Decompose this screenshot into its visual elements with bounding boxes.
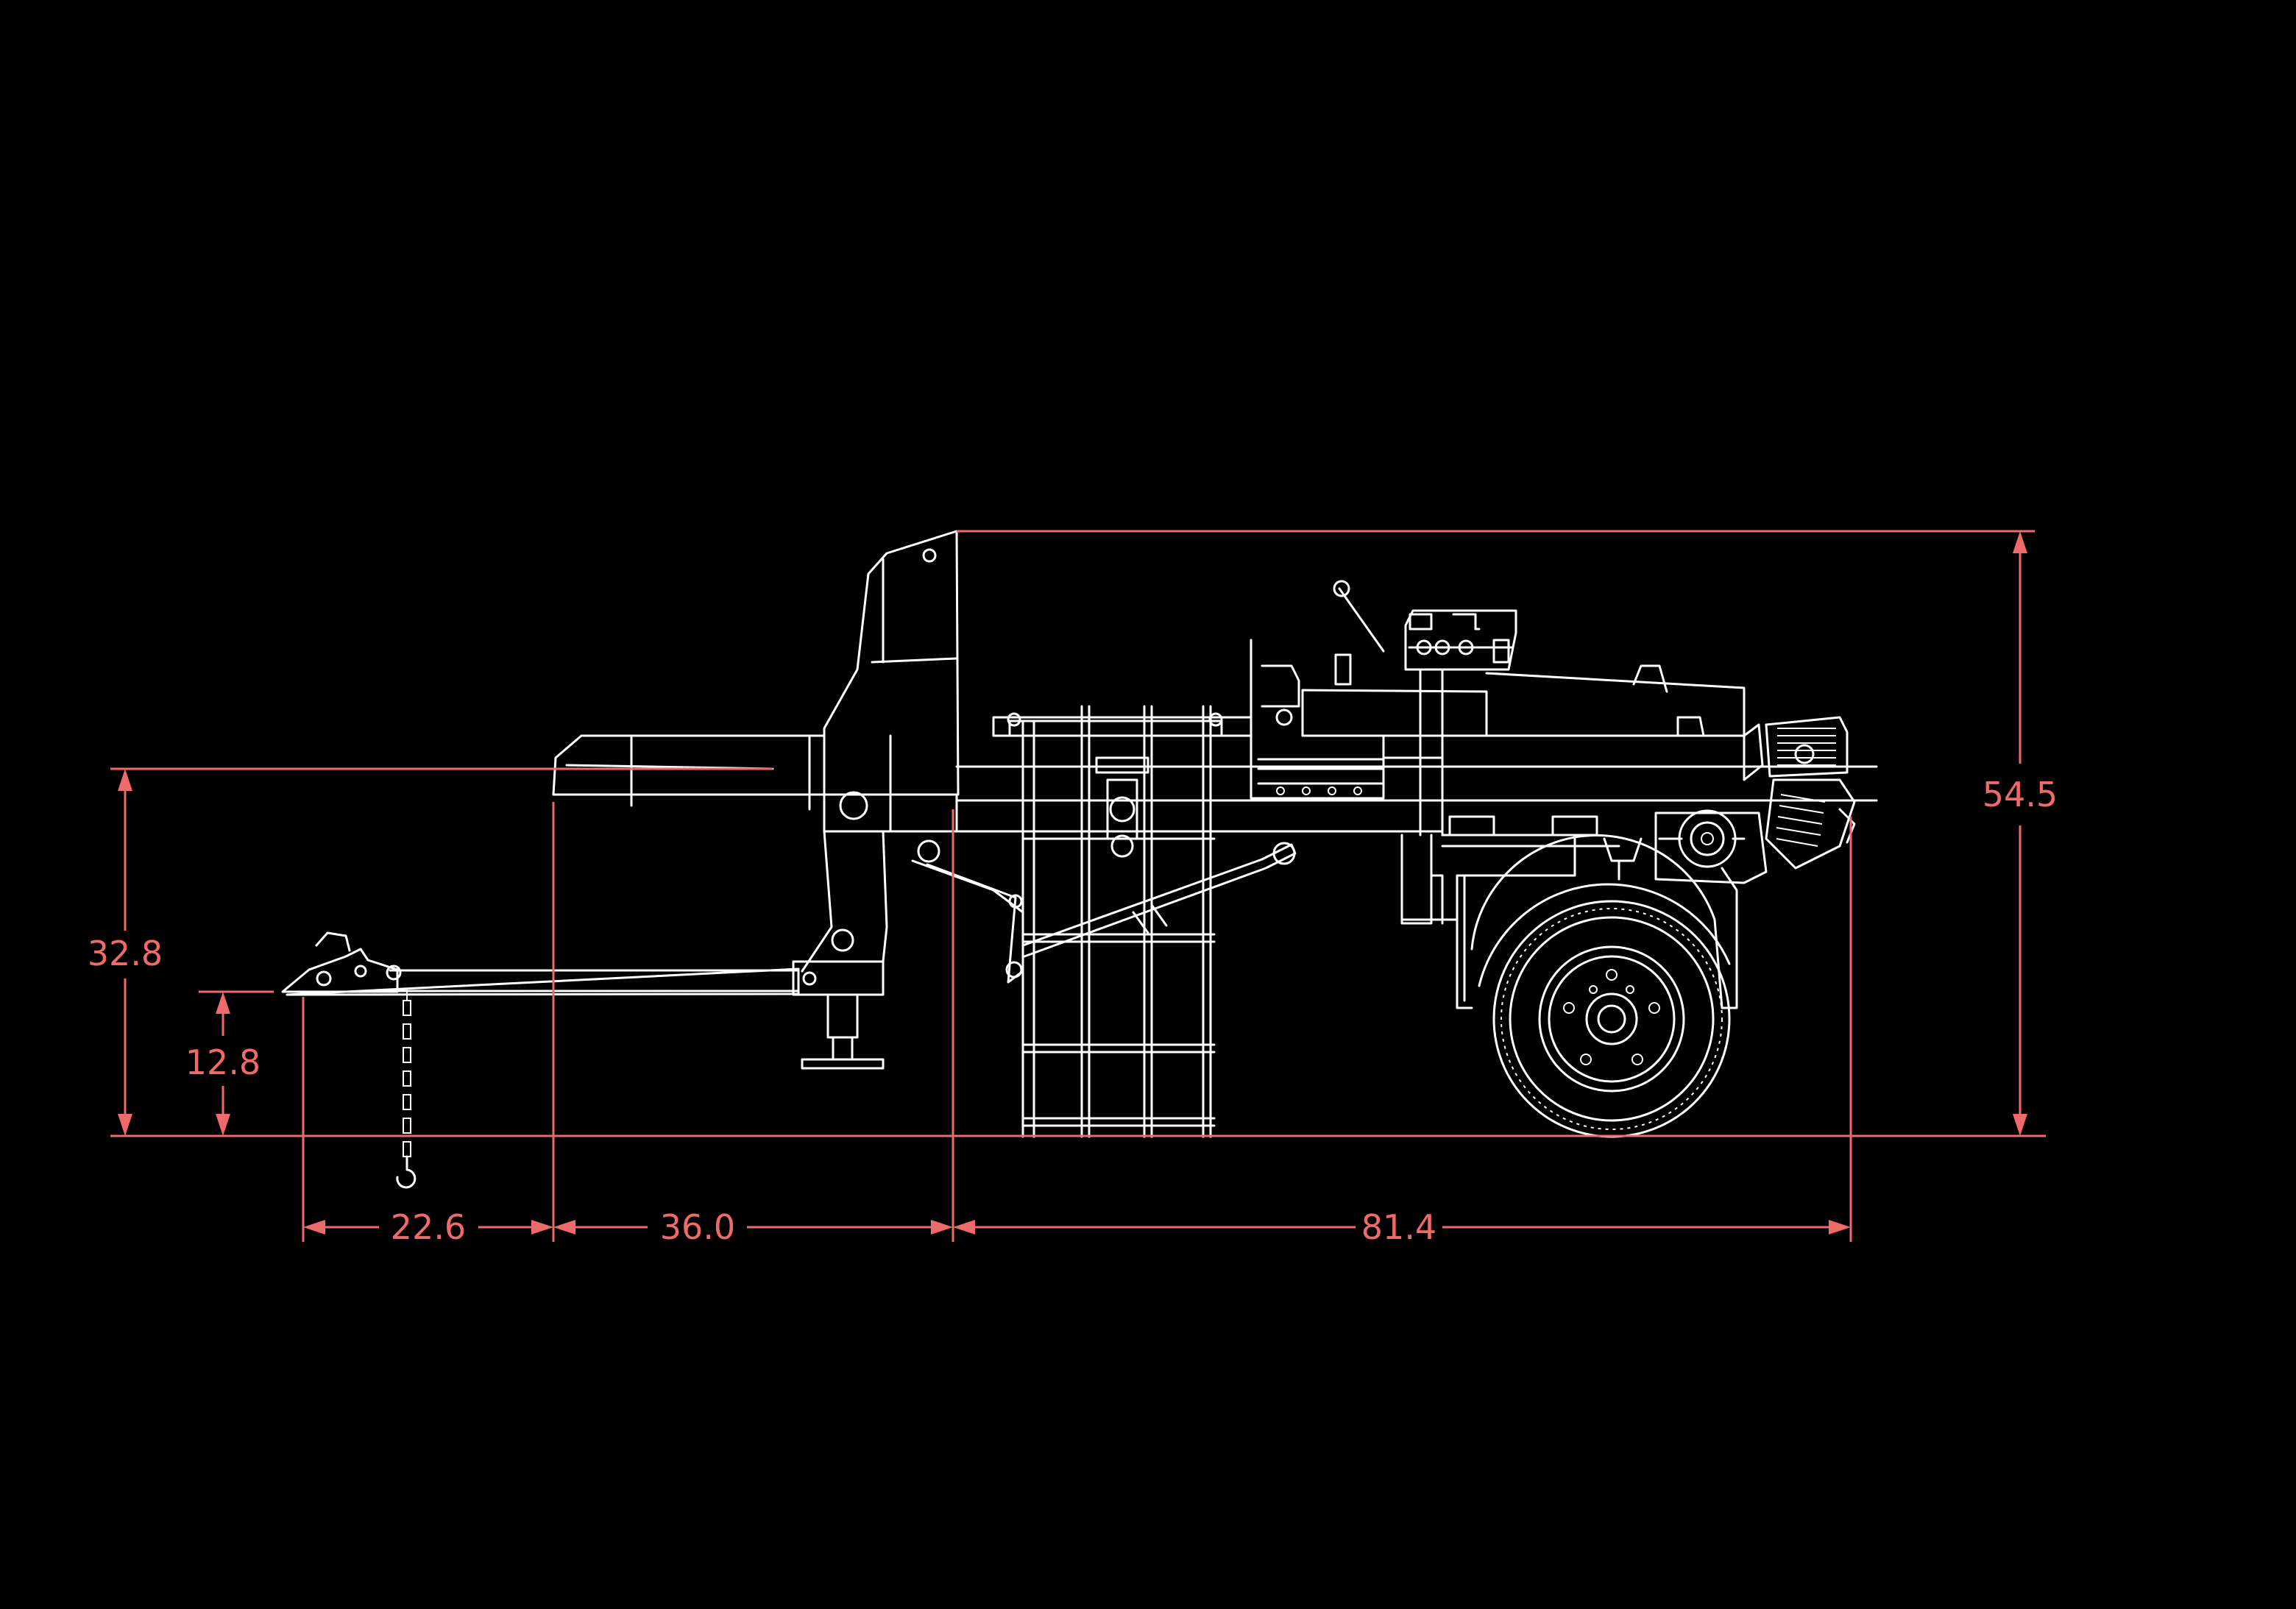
hitch-height-label: 12.8 xyxy=(185,1043,261,1082)
overall-height-label: 54.5 xyxy=(1983,775,2058,814)
beam-to-frame-label: 36.0 xyxy=(660,1207,735,1247)
pump-assembly xyxy=(1603,809,1768,884)
beam-height-label: 32.8 xyxy=(88,934,163,973)
dimension-lines: 54.5 32.8 12.8 22.6 36.0 xyxy=(88,530,2058,1247)
dim-hitch-height: 12.8 xyxy=(185,992,261,1136)
dim-frame-length: 81.4 xyxy=(953,1207,1851,1247)
hydraulic-cylinder xyxy=(992,712,1252,858)
lift-arm xyxy=(911,839,1297,984)
dim-hitch-to-beam: 22.6 xyxy=(303,1207,553,1247)
wheel-tire xyxy=(1492,900,1731,1138)
fender-axle xyxy=(1441,815,1738,1009)
control-valve xyxy=(1333,580,1517,686)
hydraulic-tank xyxy=(1301,664,1746,759)
dim-beam-height: 32.8 xyxy=(88,769,163,1136)
frame-posts xyxy=(1400,668,1459,925)
main-beam xyxy=(955,765,1878,833)
hitch-coupler xyxy=(281,931,402,993)
engine xyxy=(1743,716,1856,870)
dim-beam-to-frame: 36.0 xyxy=(553,1207,953,1247)
frame-length-label: 81.4 xyxy=(1361,1207,1436,1247)
log-cradle xyxy=(1008,705,1223,1138)
dim-overall-height: 54.5 xyxy=(1983,531,2058,1136)
jack-stand xyxy=(801,830,888,1070)
hitch-to-beam-label: 22.6 xyxy=(391,1207,466,1247)
valve-block xyxy=(1250,639,1385,800)
safety-chain xyxy=(396,990,417,1189)
beam-tray xyxy=(552,734,826,811)
tow-tongue xyxy=(286,960,885,996)
wedge-tower xyxy=(823,530,960,833)
log-splitter-linework xyxy=(281,530,1878,1189)
